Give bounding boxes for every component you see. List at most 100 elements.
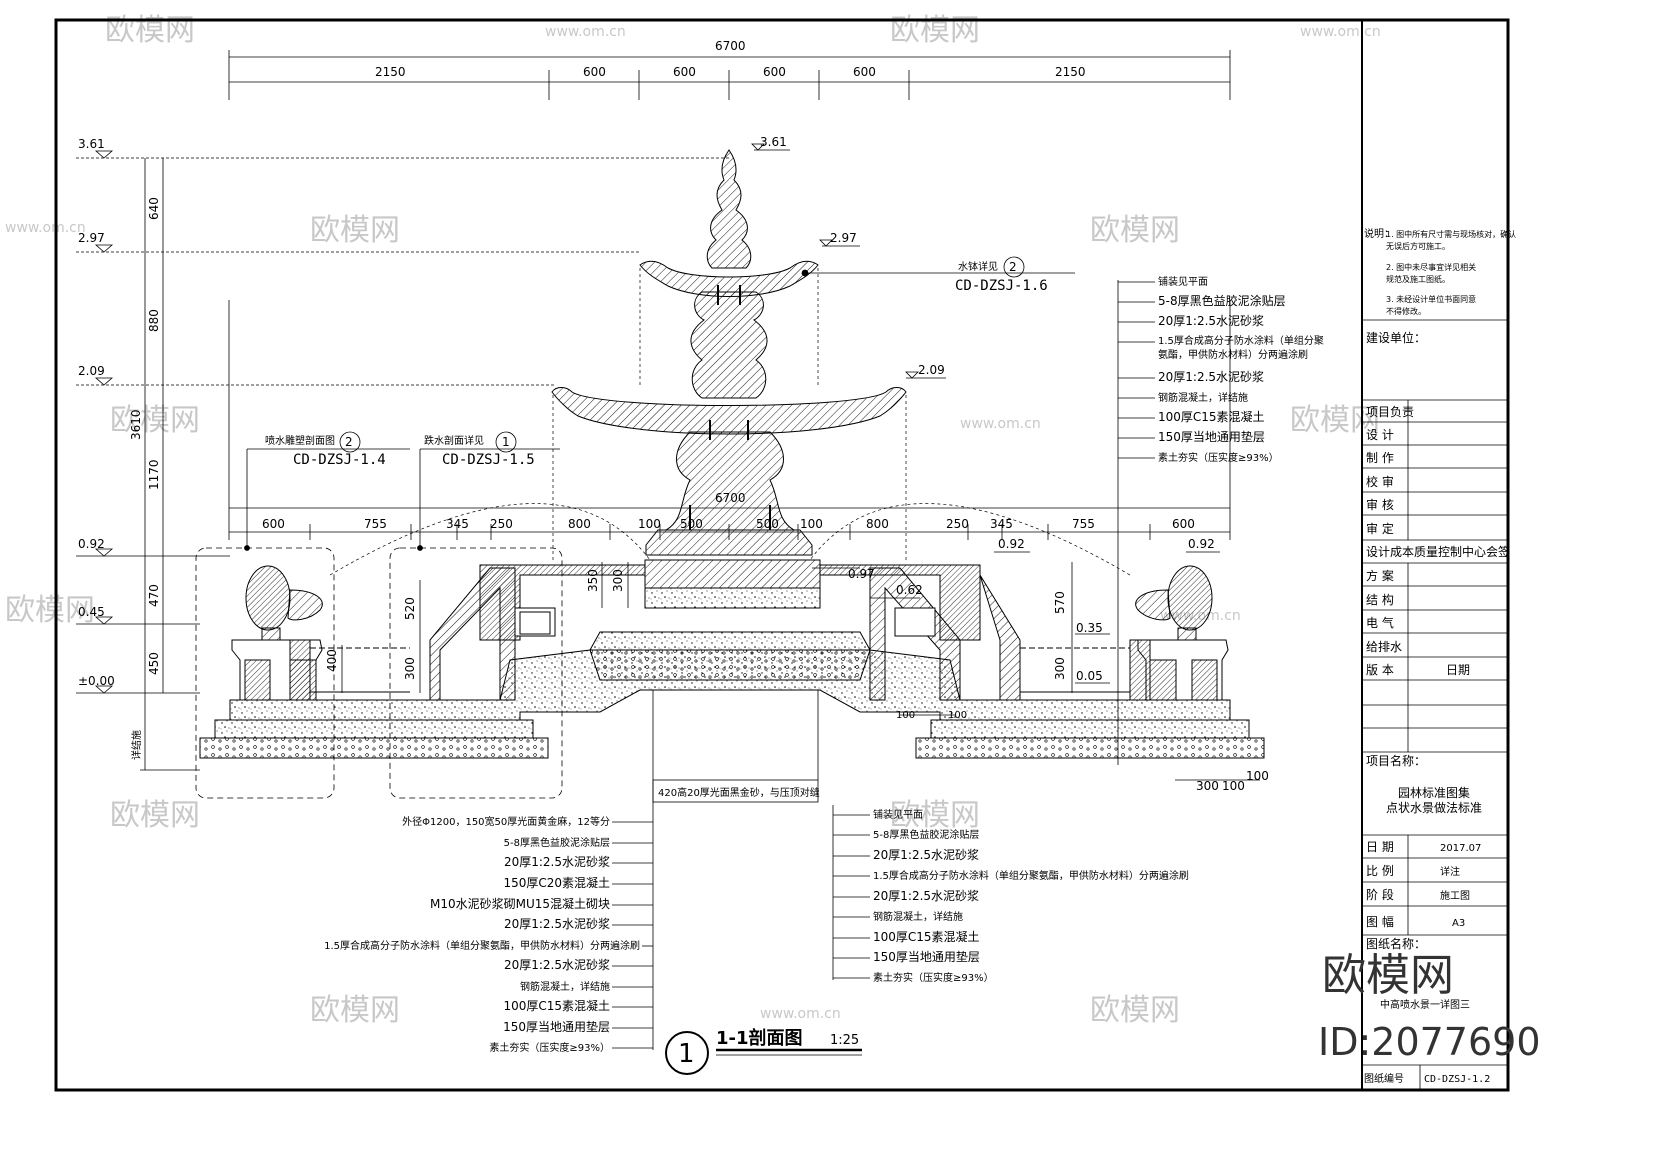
dim-mid: 100 [638,517,661,531]
layer-label: 铺装见平面 [873,808,923,821]
info-label: 日 期 [1366,840,1394,854]
center-layer-leader [833,814,870,979]
discipline-label: 版 本 [1366,663,1394,677]
drawing-sheet: 欧模网 www.om.cn 欧模网 www.om.cn 欧模网 欧模网 www.… [5,13,1541,1092]
layer-label: 20厚1:2.5水泥砂浆 [873,847,979,862]
section-scale: 1:25 [830,1033,859,1048]
role-label: 审 定 [1366,521,1394,536]
drawing-name-label: 图纸名称： [1366,936,1426,951]
title-block-roles: 项目负责 设 计 制 作 校 审 审 核 审 定 设计成本质量控制中心会签 方 … [1366,405,1510,677]
watermark-brand: 欧模网 [1090,993,1180,1028]
info-value: 详注 [1440,865,1460,878]
dim-vertical: 880 [147,309,161,332]
dim-small: 100 [896,710,915,721]
elevation-label: 0.92 [998,537,1025,551]
info-value: A3 [1452,918,1465,929]
note-line: 无误后方可施工。 [1386,241,1450,251]
dim-small: 100 [948,710,967,721]
left-layer-leader [612,821,653,1049]
note-line: 不得修改。 [1386,306,1426,316]
info-value: 施工图 [1440,889,1470,902]
dim-top: 600 [853,65,876,79]
dim-top: 600 [583,65,606,79]
watermark-url: www.om.cn [5,220,86,236]
watermark-url: www.om.cn [760,1006,841,1022]
watermark-brand: 欧模网 [1090,213,1180,248]
layer-label: 铺装见平面 [1158,275,1208,288]
watermark-brand: 欧模网 [110,403,200,438]
role-label: 项目负责 [1366,405,1414,419]
layer-label: 20厚1:2.5水泥砂浆 [1158,369,1264,384]
discipline-label: 电 气 [1366,615,1394,630]
callout-ref: CD-DZSJ-1.6 [955,278,1048,294]
dim-mid: 500 [680,517,703,531]
callout-ref: CD-DZSJ-1.4 [293,452,386,468]
dim-vertical: 470 [147,584,161,607]
layer-label: 100厚C15素混凝土 [503,998,610,1013]
inner-dimension-lines [341,551,1260,781]
dim-top: 600 [763,65,786,79]
dim-vertical: 640 [147,197,161,220]
dim-inner: 570 [1053,591,1067,614]
role-label: 制 作 [1366,451,1394,465]
layer-label: 5-8厚黑色益胶泥涂贴层 [873,828,979,841]
elevation-label: 2.09 [918,363,945,377]
dim-bottom-right: 100 [1246,769,1269,783]
dim-mid: 600 [1172,517,1195,531]
info-label: 比 例 [1366,864,1394,878]
note-line: 规范及施工图纸。 [1386,274,1450,284]
dim-inner: 520 [403,597,417,620]
watermark-id: 欧模网 ID:2077690 [1318,950,1541,1064]
elevation-label: 3.61 [78,137,105,151]
section-title: 1 1-1剖面图 1:25 [665,1027,862,1075]
fountain-elevation-markers [751,143,946,379]
dim-total-mid: 6700 [715,491,746,505]
callout-left [244,431,560,551]
role-label: 校 审 [1366,474,1394,489]
client-label: 建设单位： [1366,330,1426,345]
mid-dimensions [228,300,1231,540]
watermark-brand-large: 欧模网 [1322,950,1454,1001]
elevation-label: 3.61 [760,135,787,149]
watermark-brand: 欧模网 [310,213,400,248]
detail-outline [195,547,563,799]
dim-total-top: 6700 [715,39,746,53]
elevation-lines [76,150,729,771]
dim-mid: 500 [756,517,779,531]
cad-drawing: 欧模网 www.om.cn 欧模网 www.om.cn 欧模网 欧模网 www.… [5,13,1541,1092]
right-layer-leader [1117,280,1155,765]
callout-number: 2 [1009,260,1017,274]
drawing-no-label: 图纸编号 [1364,1072,1404,1085]
dim-mid: 600 [262,517,285,531]
top-dimensions [228,50,1231,100]
elevation-label: 0.62 [896,583,923,597]
elevation-label: 0.92 [78,537,105,551]
right-layer-list: 铺装见平面 5-8厚黑色益胶泥涂贴层 20厚1:2.5水泥砂浆 1.5厚合成高分… [1158,275,1324,464]
watermark-brand: 欧模网 [890,13,980,48]
info-label: 图 幅 [1366,914,1394,929]
version-date-label: 日期 [1446,663,1470,677]
role-label: 设 计 [1366,428,1394,442]
layer-label: M10水泥砂浆砌MU15混凝土砌块 [430,896,610,911]
elevation-label: 0.45 [78,605,105,619]
layer-label: 150厚当地通用垫层 [503,1019,610,1034]
dim-vertical: 450 [147,652,161,675]
layer-label: 1.5厚合成高分子防水涂料（单组分聚氨酯，甲供防水材料）分两遍涂刷 [324,939,640,952]
layer-label: 钢筋混凝土，详结施 [873,910,963,923]
layer-label: 100厚C15素混凝土 [873,929,980,944]
watermark-layer: 欧模网 www.om.cn 欧模网 www.om.cn 欧模网 欧模网 www.… [5,13,1381,1028]
watermark-brand: 欧模网 [105,13,195,48]
layer-label: 素土夯实（压实度≥93%） [489,1041,610,1054]
title-block-project: 项目名称： 园林标准图集 点状水景做法标准 日 期 2017.07 比 例 详注… [1364,753,1490,1085]
info-label: 阶 段 [1366,887,1394,902]
discipline-label: 结 构 [1366,592,1394,607]
layer-label: 钢筋混凝土，详结施 [520,980,610,993]
layer-label: 100厚C15素混凝土 [1158,409,1265,424]
layer-label: 5-8厚黑色益胶泥涂贴层 [504,836,610,849]
info-value: 2017.07 [1440,843,1481,854]
drawing-name: 中高喷水景一详图三 [1380,998,1470,1011]
notes-label: 说明： [1364,227,1394,240]
layer-label: 钢筋混凝土，详结施 [1158,391,1248,404]
watermark-brand: 欧模网 [1290,403,1380,438]
center-note: 420高20厚光面黑金砂，与压顶对缝 [658,786,820,799]
